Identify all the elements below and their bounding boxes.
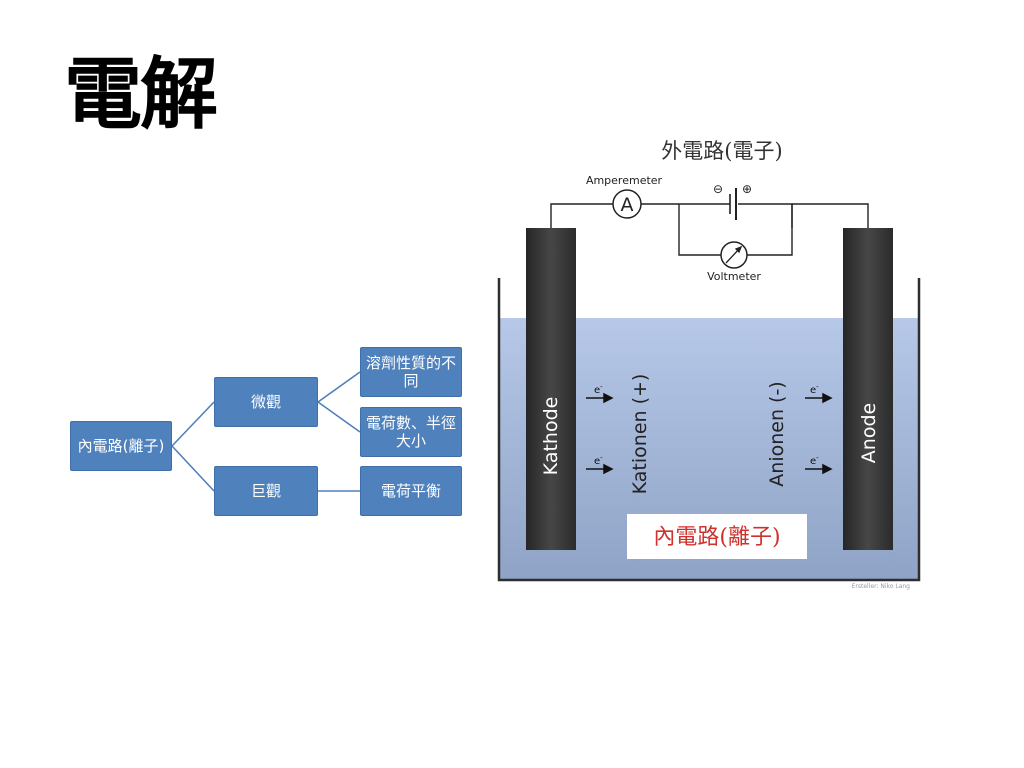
connector-micro-child2 xyxy=(317,401,361,433)
tree-leaf-charge-radius-label: 電荷數、半徑大小 xyxy=(365,414,456,450)
voltmeter-label: Voltmeter xyxy=(707,270,761,283)
anode-electrode xyxy=(843,228,893,550)
connector-root-micro xyxy=(171,401,215,447)
tree-leaf-charge-balance: 電荷平衡 xyxy=(360,466,462,516)
tree-branch-macro: 巨觀 xyxy=(214,466,318,516)
cathode-electrode xyxy=(526,228,576,550)
tree-connectors xyxy=(171,371,361,492)
electron-symbol-2: e- xyxy=(594,454,603,467)
external-circuit-label: 外電路(電子) xyxy=(661,139,782,163)
tree-branch-macro-label: 巨觀 xyxy=(250,482,281,500)
cation-electron-arrows xyxy=(586,392,614,475)
connector-root-macro xyxy=(171,445,215,492)
anode-label: Anode xyxy=(858,403,880,463)
tree-leaf-solvent: 溶劑性質的不同 xyxy=(360,347,462,397)
electron-symbol-4: e- xyxy=(810,454,819,467)
circuit-wires xyxy=(550,203,869,256)
cathode-label: Kathode xyxy=(540,397,562,476)
slide-title: 電解 xyxy=(64,49,218,140)
tree-branch-micro-label: 微觀 xyxy=(250,393,281,411)
anion-electron-arrows xyxy=(805,392,833,475)
battery-minus-sign: ⊖ xyxy=(713,182,723,196)
tree-leaf-solvent-label: 溶劑性質的不同 xyxy=(365,354,456,390)
tree-leaf-charge-radius: 電荷數、半徑大小 xyxy=(360,407,462,457)
electron-symbol-3: e- xyxy=(810,383,819,396)
battery-plus-sign: ⊕ xyxy=(742,182,752,196)
anion-label: Anionen (-) xyxy=(766,381,788,486)
electrolysis-cell-diagram: 外電路(電子) ⊖ ⊕ A Amperemeter Voltmeter Kath… xyxy=(497,139,921,590)
tree-root-label: 內電路(離子) xyxy=(77,437,165,455)
internal-circuit-label: 內電路(離子) xyxy=(653,525,780,550)
beaker xyxy=(497,278,921,582)
image-credit: Ersteller: Niko Lang xyxy=(852,583,911,590)
ammeter-icon xyxy=(612,189,642,219)
cation-label: Kationen (+) xyxy=(629,374,651,495)
tree-leaf-charge-balance-label: 電荷平衡 xyxy=(380,482,441,500)
internal-circuit-label-box xyxy=(627,514,807,559)
battery-icon xyxy=(729,188,737,220)
tree-root: 內電路(離子) xyxy=(70,421,172,471)
ammeter-label: Amperemeter xyxy=(586,174,663,187)
connector-micro-child1 xyxy=(317,371,361,403)
voltmeter-needle-icon xyxy=(725,245,743,264)
tree-branch-micro: 微觀 xyxy=(214,377,318,427)
ammeter-symbol: A xyxy=(621,194,634,216)
electron-symbol-1: e- xyxy=(594,383,603,396)
